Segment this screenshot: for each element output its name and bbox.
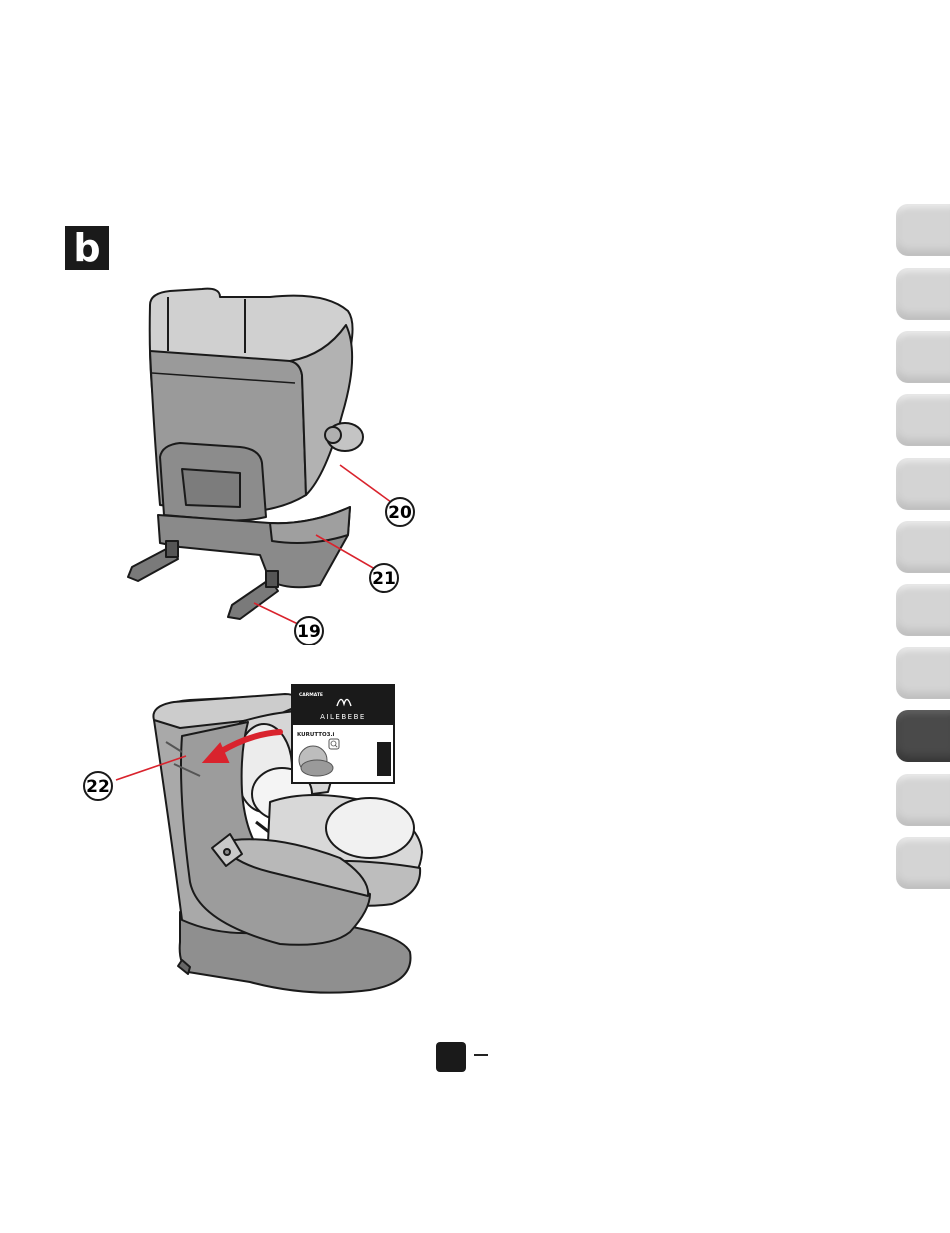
- chapter-tab-5[interactable]: [896, 458, 950, 510]
- callout-19: 19: [297, 622, 321, 642]
- section-badge: b: [65, 226, 109, 270]
- callout-20: 20: [388, 503, 412, 523]
- chapter-tab-4[interactable]: [896, 394, 950, 446]
- chapter-tab-9-active[interactable]: [896, 710, 950, 762]
- magnifier-icon: [329, 739, 339, 749]
- chapter-tab-6[interactable]: [896, 521, 950, 573]
- chapter-tab-10[interactable]: [896, 774, 950, 826]
- callout-22: 22: [86, 777, 110, 797]
- chapter-tab-7[interactable]: [896, 584, 950, 636]
- seat-rear-illustration: 20 21 19: [120, 285, 420, 645]
- chapter-tab-8[interactable]: [896, 647, 950, 699]
- chapter-tab-2[interactable]: [896, 268, 950, 320]
- chapter-tab-1[interactable]: [896, 204, 950, 256]
- page-dash: [474, 1054, 488, 1056]
- product-label-card: CARMATE AILEBEBE KURUTTO3.i: [291, 684, 395, 784]
- callout-21: 21: [372, 569, 396, 589]
- page-marker: [436, 1042, 466, 1072]
- label-brand: AILEBEBE: [320, 713, 366, 721]
- label-maker: CARMATE: [299, 692, 323, 698]
- chapter-tab-11[interactable]: [896, 837, 950, 889]
- label-model: KURUTTO3.i: [297, 732, 335, 738]
- chapter-tab-3[interactable]: [896, 331, 950, 383]
